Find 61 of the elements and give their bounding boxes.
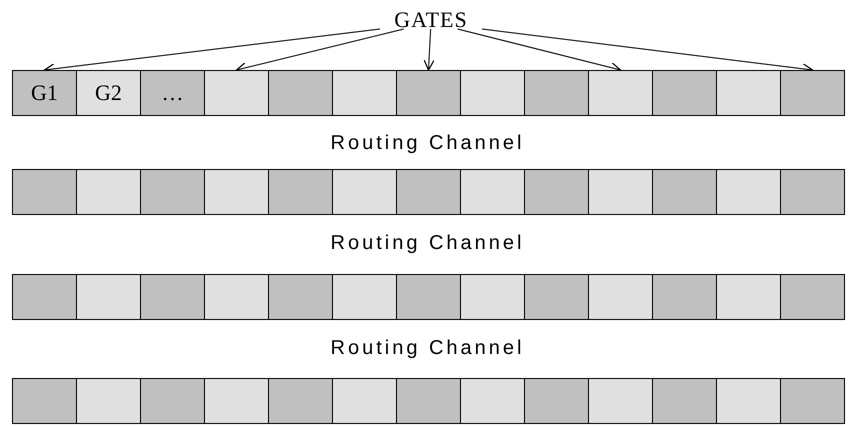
gate-cell bbox=[268, 70, 333, 116]
arrow bbox=[457, 28, 622, 73]
gate-cell bbox=[780, 70, 845, 116]
gate-cell bbox=[460, 169, 525, 215]
gate-cell bbox=[140, 169, 205, 215]
gate-cell bbox=[396, 169, 461, 215]
gate-cell bbox=[140, 274, 205, 320]
gate-cell bbox=[524, 378, 589, 424]
gate-label: … bbox=[162, 80, 184, 106]
gate-cell bbox=[652, 274, 717, 320]
gate-cell bbox=[140, 378, 205, 424]
gate-cell bbox=[12, 274, 77, 320]
gate-cell bbox=[76, 169, 141, 215]
gate-cell bbox=[588, 169, 653, 215]
gate-cell bbox=[652, 169, 717, 215]
gate-cell bbox=[524, 274, 589, 320]
gate-cell bbox=[332, 169, 397, 215]
gate-label: G2 bbox=[95, 80, 122, 106]
gate-cell bbox=[524, 70, 589, 116]
gate-cell bbox=[396, 274, 461, 320]
gate-cell bbox=[332, 274, 397, 320]
gate-cell bbox=[716, 378, 781, 424]
gate-cell bbox=[716, 274, 781, 320]
gate-cell bbox=[588, 378, 653, 424]
gate-cell bbox=[780, 274, 845, 320]
gate-label: G1 bbox=[31, 80, 58, 106]
gate-cell bbox=[652, 70, 717, 116]
gate-cell bbox=[204, 378, 269, 424]
gate-cell bbox=[716, 169, 781, 215]
gate-cell bbox=[268, 169, 333, 215]
gate-cell bbox=[332, 378, 397, 424]
gate-cell bbox=[780, 378, 845, 424]
gate-cell bbox=[524, 169, 589, 215]
gate-cell bbox=[460, 274, 525, 320]
gate-cell bbox=[76, 274, 141, 320]
gate-cell bbox=[716, 70, 781, 116]
gate-cell bbox=[460, 70, 525, 116]
gate-cell bbox=[332, 70, 397, 116]
gate-cell bbox=[268, 274, 333, 320]
gate-cell bbox=[204, 169, 269, 215]
arrow bbox=[423, 28, 435, 71]
title-label: GATES bbox=[376, 8, 486, 32]
gate-cell bbox=[396, 70, 461, 116]
gate-cell bbox=[12, 70, 77, 116]
gate-cell bbox=[396, 378, 461, 424]
gate-cell bbox=[204, 274, 269, 320]
gate-cell bbox=[204, 70, 269, 116]
gate-cell bbox=[76, 70, 141, 116]
gate-cell bbox=[780, 169, 845, 215]
channel-label: Routing Channel bbox=[330, 131, 526, 155]
gate-cell bbox=[268, 378, 333, 424]
gate-cell bbox=[12, 378, 77, 424]
gate-cell bbox=[460, 378, 525, 424]
gate-cell bbox=[652, 378, 717, 424]
gate-cell bbox=[140, 70, 205, 116]
gate-cell bbox=[588, 274, 653, 320]
channel-label: Routing Channel bbox=[330, 336, 526, 360]
gate-cell bbox=[588, 70, 653, 116]
gate-cell bbox=[76, 378, 141, 424]
channel-label: Routing Channel bbox=[330, 231, 526, 255]
gate-cell bbox=[12, 169, 77, 215]
